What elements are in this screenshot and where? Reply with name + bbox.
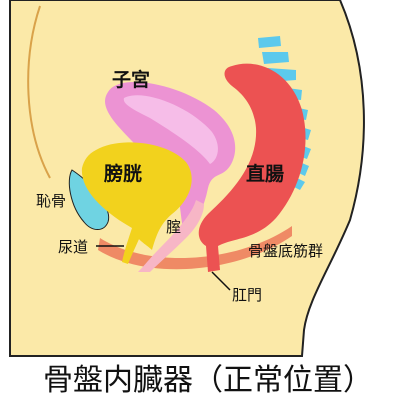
rectum-label: 直腸 <box>246 162 284 185</box>
vagina <box>138 200 204 272</box>
uterus-label: 子宮 <box>112 68 150 91</box>
pelvic-floor-label: 骨盤底筋群 <box>248 242 323 260</box>
anus-label: 肛門 <box>232 286 262 304</box>
abdominal-wall-line <box>27 5 51 179</box>
rectum <box>198 63 306 272</box>
diagram-title: 骨盤内臓器（正常位置） <box>43 363 373 398</box>
bladder <box>81 142 192 250</box>
pelvic-floor-band <box>98 226 292 270</box>
urethra-label: 尿道 <box>58 238 88 256</box>
anus-leader-line <box>211 271 231 291</box>
bladder-label: 膀胱 <box>103 162 142 185</box>
spine-segment <box>262 52 289 64</box>
pubic-bone-label: 恥骨 <box>36 192 66 210</box>
spine-segment <box>258 36 281 48</box>
urethra <box>122 228 142 264</box>
uterus-inner <box>123 95 218 164</box>
vagina-label: 腟 <box>166 218 181 236</box>
